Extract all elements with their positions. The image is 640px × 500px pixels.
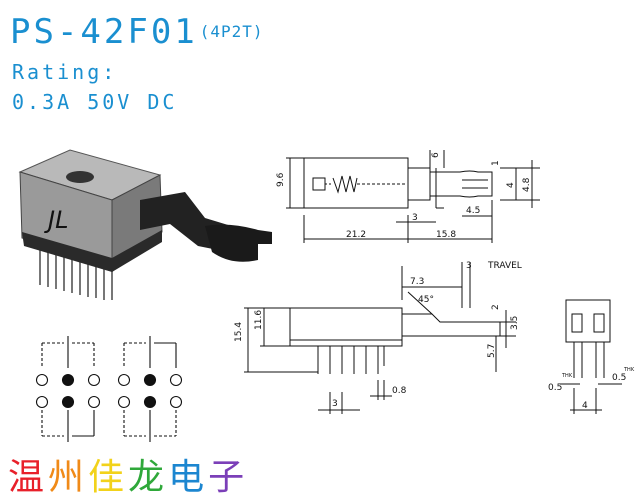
schematic <box>35 336 183 442</box>
product-image: JL <box>18 149 272 300</box>
top-dim-45: 4.5 <box>466 206 480 216</box>
model-title: PS-42F01(4P2T) <box>10 14 264 50</box>
company-char: 子 <box>208 457 249 498</box>
top-view-drawing <box>286 150 540 243</box>
company-char: 温 <box>8 457 49 498</box>
end-thk-left: THK <box>561 373 573 379</box>
side-angle: 45° <box>418 295 434 305</box>
end-dim-05-right: 0.5 <box>612 373 626 383</box>
side-travel-value: 3 <box>466 261 472 271</box>
pole-config: (4P2T) <box>199 22 264 41</box>
side-view-drawing <box>244 262 516 414</box>
top-dim-tab: 6 <box>431 152 441 158</box>
company-char: 电 <box>168 457 209 498</box>
top-dim-body-length: 21.2 <box>346 230 366 240</box>
end-view-drawing <box>560 299 622 414</box>
side-dim-57: 5.7 <box>487 344 497 358</box>
side-travel-label: TRAVEL <box>487 261 522 271</box>
top-dim-h-total: 9.6 <box>276 172 286 187</box>
side-dim-35: 3.5 <box>510 316 520 330</box>
company-char: 佳 <box>88 457 129 498</box>
company-char: 龙 <box>128 457 169 498</box>
top-dim-button-length: 15.8 <box>436 230 456 240</box>
svg-text:JL: JL <box>44 206 68 234</box>
end-dim-4: 4 <box>582 401 588 411</box>
end-dim-05-left: 0.5 <box>548 383 562 393</box>
side-dim-h-total: 15.4 <box>234 322 244 342</box>
company-char: 州 <box>48 457 89 498</box>
side-dim-2: 2 <box>491 304 501 310</box>
top-dim-48: 4.8 <box>522 177 532 192</box>
side-dim-pitch: 3 <box>332 399 338 409</box>
model-number: PS-42F01 <box>10 12 198 52</box>
top-dim-1: 1 <box>491 160 501 166</box>
side-dim-h-body: 11.6 <box>254 310 264 330</box>
rating-label: Rating: <box>12 60 118 84</box>
end-thk-right: THK <box>623 367 635 373</box>
company-name: 温州佳龙电子 <box>8 448 248 500</box>
top-dim-3: 3 <box>412 213 418 223</box>
rating-value: 0.3A 50V DC <box>12 90 178 114</box>
top-dim-4: 4 <box>506 182 516 188</box>
side-dim-pin-width: 0.8 <box>392 386 407 396</box>
side-dim-73: 7.3 <box>410 277 424 287</box>
